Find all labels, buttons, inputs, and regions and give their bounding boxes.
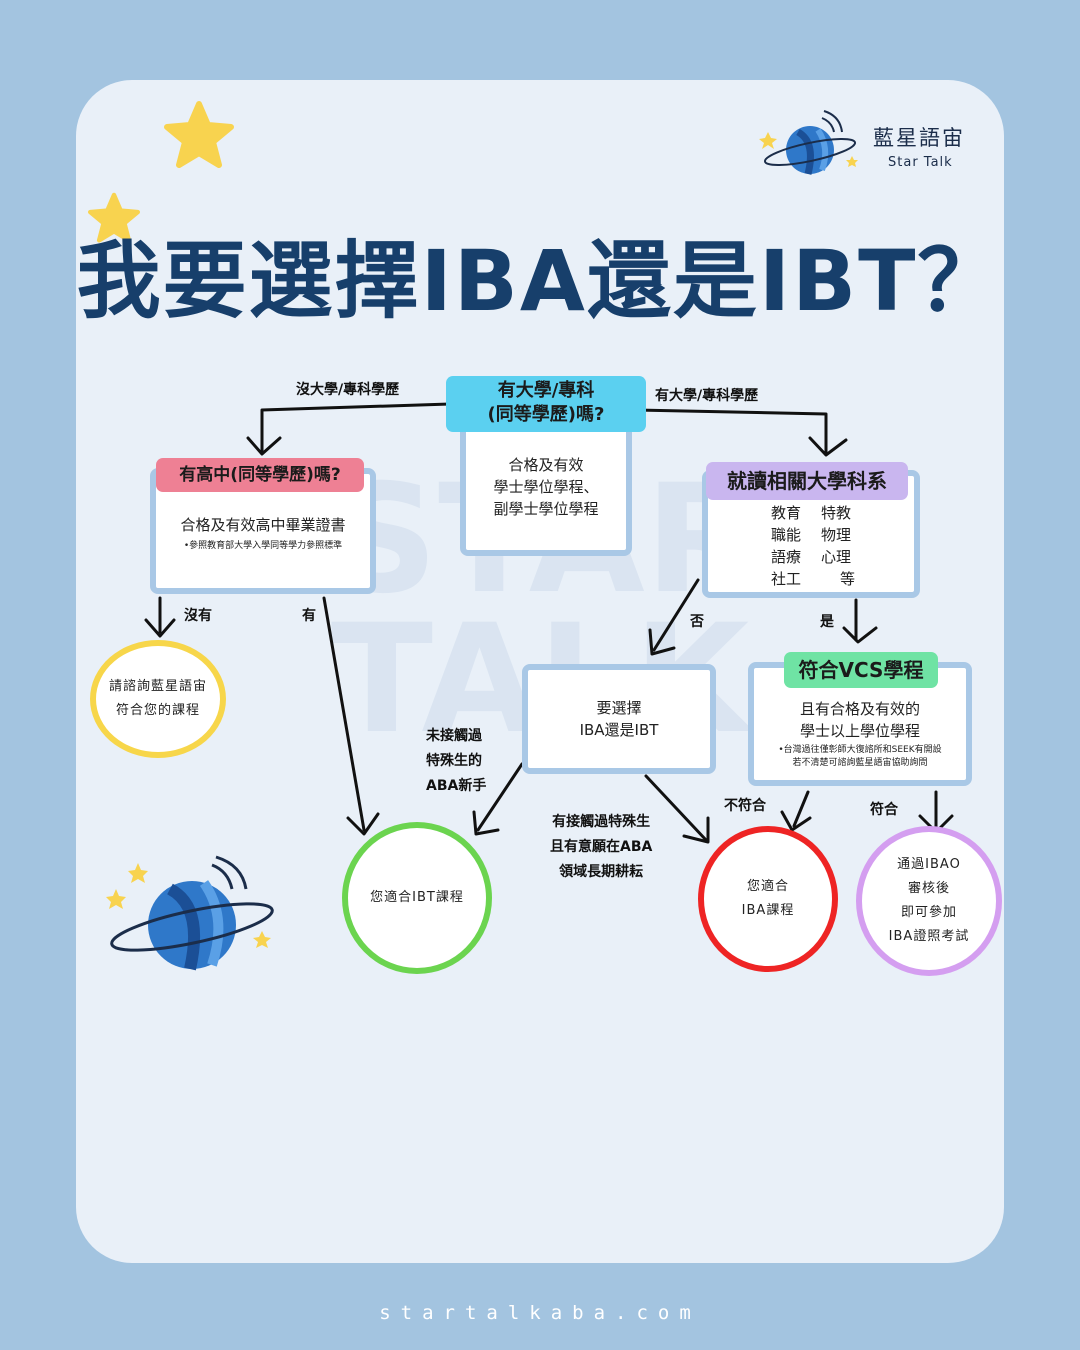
edge-label-eligible: 符合 bbox=[870, 802, 898, 818]
vcs-program-tag: 符合VCS學程 bbox=[784, 652, 938, 688]
major-item: 語療 bbox=[770, 548, 801, 566]
edge-label-not-eligible: 不符合 bbox=[724, 798, 766, 814]
outcome-ibt-circle: 您適合IBT課程 bbox=[342, 822, 492, 974]
outcome-ibao-circle: 通過IBAO 審核後 即可參加 IBA證照考試 bbox=[856, 826, 1002, 976]
outcome-ibao-text: 通過IBAO 審核後 即可參加 IBA證照考試 bbox=[888, 857, 970, 944]
highschool-question-tag: 有高中(同等學歷)嗎? bbox=[156, 458, 364, 492]
edge-label-experienced: 有接觸過特殊生 且有意願在ABA 領域長期耕耘 bbox=[550, 814, 653, 880]
outcome-iba-text: 您適合 IBA課程 bbox=[741, 879, 795, 918]
major-item: 心理 bbox=[820, 548, 851, 566]
degree-question-body: 合格及有效 學士學位學程、 副學士學位學程 bbox=[493, 456, 599, 518]
major-item: 職能 bbox=[770, 526, 801, 544]
star-icon bbox=[164, 101, 234, 168]
edge-label-no: 沒有 bbox=[184, 608, 212, 624]
brand-subtitle: Star Talk bbox=[888, 155, 953, 170]
highschool-question-note: •參照教育部大學入學同等學力參照標準 bbox=[183, 541, 343, 551]
brand-logo-icon bbox=[759, 110, 858, 175]
major-list: 教育 特教 職能 物理 語療 心理 社工 等 bbox=[708, 502, 914, 590]
highschool-question-body: 合格及有效高中畢業證書 bbox=[180, 516, 346, 534]
edge-label-has-degree: 有大學/專科學歷 bbox=[655, 388, 759, 404]
brand-name: 藍星語宙 bbox=[873, 126, 965, 150]
star-icon bbox=[88, 192, 140, 243]
edge-label-not-related: 否 bbox=[690, 614, 704, 630]
edge-label-no-degree: 沒大學/專科學歷 bbox=[296, 382, 400, 398]
edge-label-related: 是 bbox=[820, 614, 834, 630]
outcome-consult-circle: 請諮詢藍星語宙 符合您的課程 bbox=[90, 640, 226, 758]
outcome-ibt-text: 您適合IBT課程 bbox=[370, 890, 464, 905]
edge-label-yes-have: 有 bbox=[302, 608, 316, 624]
major-item: 等 bbox=[839, 570, 855, 588]
vcs-program-body: 且有合格及有效的 學士以上學位學程 bbox=[799, 700, 920, 740]
planet-icon bbox=[106, 855, 274, 971]
major-item: 社工 bbox=[770, 570, 801, 588]
major-item: 教育 bbox=[770, 504, 801, 522]
major-question-tag: 就讀相關大學科系 bbox=[706, 462, 908, 500]
choose-iba-ibt-box: 要選擇 IBA還是IBT bbox=[522, 664, 716, 774]
page-title: 我要選擇IBA還是IBT？ bbox=[76, 232, 1004, 330]
choose-iba-ibt-body: 要選擇 IBA還是IBT bbox=[579, 699, 659, 739]
major-item: 特教 bbox=[820, 504, 851, 522]
outcome-consult-text: 請諮詢藍星語宙 符合您的課程 bbox=[108, 679, 207, 718]
vcs-program-note: •台灣過往僅彰師大復諮所和SEEK有開設 若不清楚可諮詢藍星語宙協助詢問 bbox=[778, 745, 942, 768]
outcome-iba-circle: 您適合 IBA課程 bbox=[698, 826, 838, 972]
major-item: 物理 bbox=[820, 526, 851, 544]
edge-label-new-to-aba: 未接觸過 特殊生的 ABA新手 bbox=[426, 728, 487, 794]
degree-question-tag: 有大學/專科 (同等學歷)嗎? bbox=[446, 376, 646, 432]
footer-url: startalkaba.com bbox=[379, 1302, 701, 1324]
